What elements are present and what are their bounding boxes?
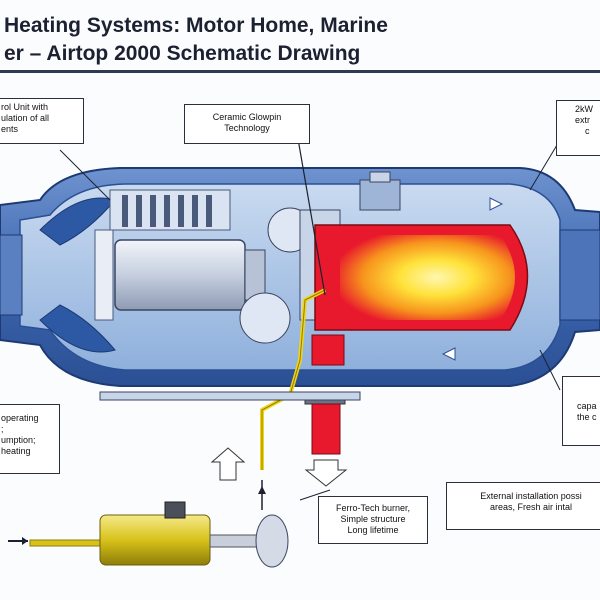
- callout-operating-line-3: umption;: [1, 435, 36, 445]
- callout-installation-line-1: External installation possi: [480, 491, 582, 501]
- callout-output-line-3: c: [585, 126, 590, 136]
- callout-operating: operating ; umption; heating: [0, 404, 60, 474]
- callout-output-line-1: 2kW: [575, 104, 593, 114]
- callout-burner: Ferro-Tech burner, Simple structure Long…: [318, 496, 428, 544]
- diagram-title-line-2: er – Airtop 2000 Schematic Drawing: [4, 42, 361, 65]
- fuel-dosing-pump: [8, 480, 289, 568]
- callout-leaders: [59, 139, 561, 501]
- glowpin-pointer: [296, 132, 326, 296]
- title-underline: [0, 70, 600, 73]
- blower-motor: [114, 239, 266, 311]
- exhaust-pipe: [304, 391, 348, 487]
- combustion-air-arrow: [210, 447, 246, 481]
- control-unit: [109, 189, 231, 231]
- callout-installation: External installation possi areas, Fresh…: [446, 482, 600, 530]
- combustion-chamber: [311, 224, 529, 366]
- callout-glowpin: Ceramic Glowpin Technology: [184, 104, 310, 144]
- callout-burner-line-2: Simple structure: [340, 514, 406, 524]
- callout-operating-line-4: heating: [1, 446, 31, 456]
- callout-operating-line-2: ;: [1, 424, 4, 434]
- callout-control-unit-line-1: rol Unit with: [1, 102, 49, 112]
- fuel-line: [260, 288, 326, 470]
- callout-control-unit: rol Unit with ulation of all ents: [0, 98, 84, 144]
- callout-operating-line-1: operating: [1, 413, 39, 423]
- callout-capacity: capa the c: [562, 376, 600, 446]
- mounting-flange: [99, 391, 361, 401]
- callout-glowpin-line-2: Technology: [224, 123, 270, 133]
- callout-capacity-line-1: capa: [577, 401, 597, 411]
- diagram-title-line-1: Heating Systems: Motor Home, Marine: [4, 14, 388, 37]
- callout-installation-line-2: areas, Fresh air intal: [489, 502, 573, 512]
- callout-capacity-line-2: the c: [577, 412, 597, 422]
- blower-fan: [39, 197, 116, 353]
- callout-burner-line-3: Long lifetime: [347, 525, 399, 535]
- airflow-arrows: [441, 197, 504, 361]
- callout-output: 2kW extr c: [556, 100, 600, 156]
- callout-control-unit-line-3: ents: [1, 124, 19, 134]
- callout-output-line-2: extr: [575, 115, 591, 125]
- callout-glowpin-line-1: Ceramic Glowpin: [212, 112, 282, 122]
- callout-burner-line-1: Ferro-Tech burner,: [335, 503, 411, 513]
- callout-control-unit-line-2: ulation of all: [1, 113, 50, 123]
- exhaust-fitting-top: [359, 171, 401, 211]
